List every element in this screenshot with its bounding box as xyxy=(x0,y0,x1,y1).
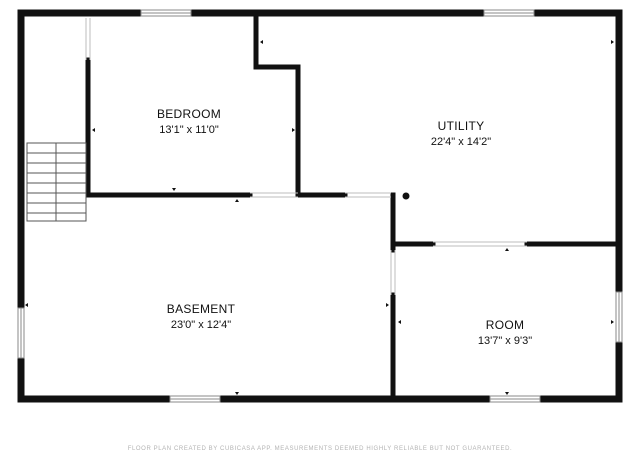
room-label-room: ROOM xyxy=(486,318,525,332)
room-labels: BEDROOM 13'1" x 11'0" UTILITY 22'4" x 14… xyxy=(157,107,532,347)
windows xyxy=(17,9,623,403)
room-label-bedroom: BEDROOM xyxy=(157,107,221,121)
room-dimensions-utility: 22'4" x 14'2" xyxy=(431,136,491,148)
door-openings xyxy=(85,18,527,295)
footer-disclaimer: FLOOR PLAN CREATED BY CUBICASA APP. MEAS… xyxy=(127,446,513,452)
dimension-ticks xyxy=(25,40,614,395)
room-label-utility: UTILITY xyxy=(438,119,485,133)
room-dimensions-bedroom: 13'1" x 11'0" xyxy=(159,124,219,136)
room-dimensions-basement: 23'0" x 12'4" xyxy=(171,319,231,331)
room-label-basement: BASEMENT xyxy=(167,302,236,316)
stairs xyxy=(26,142,87,222)
interior-walls xyxy=(85,10,622,402)
support-column xyxy=(402,192,410,200)
room-dimensions-room: 13'7" x 9'3" xyxy=(478,335,532,347)
